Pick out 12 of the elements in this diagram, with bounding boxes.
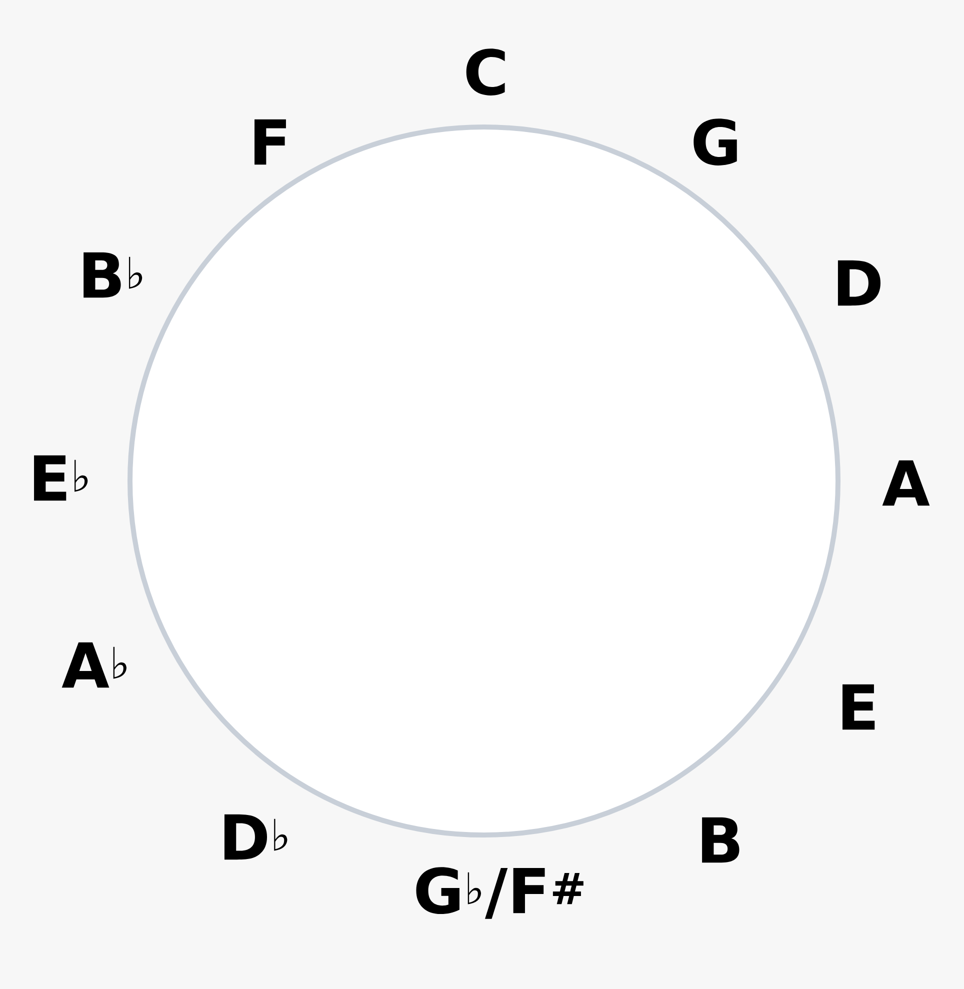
note-label: G$^{♭}$/F$^{#}$ (416, 867, 584, 919)
note-label: E (842, 684, 875, 730)
note-label: F (254, 119, 286, 165)
note-label: G (694, 118, 737, 166)
note-label: B (702, 817, 740, 863)
note-label: D$^{♭}$ (224, 814, 288, 860)
note-label: D (838, 260, 880, 306)
note-label: E$^{♭}$ (34, 455, 88, 501)
note-label: B$^{♭}$ (84, 252, 142, 298)
note-label: C (466, 48, 505, 96)
note-label: A (882, 460, 930, 506)
note-label: A$^{♭}$ (62, 642, 126, 688)
